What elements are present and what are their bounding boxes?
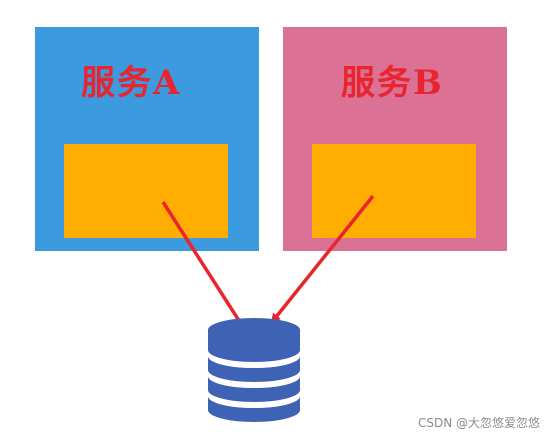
service-a-box: 服务A [35, 27, 259, 251]
service-a-inner-block [64, 144, 228, 238]
database-icon [208, 318, 300, 422]
service-b-inner-block [312, 144, 476, 238]
service-b-box: 服务B [283, 27, 507, 251]
watermark-text: CSDN @大忽悠爱忽悠 [417, 416, 540, 430]
arrow-service-b-to-database [270, 194, 375, 324]
service-b-title: 服务B [341, 63, 444, 103]
arrow-service-a-to-database [161, 201, 247, 332]
service-a-title: 服务A [81, 63, 182, 103]
